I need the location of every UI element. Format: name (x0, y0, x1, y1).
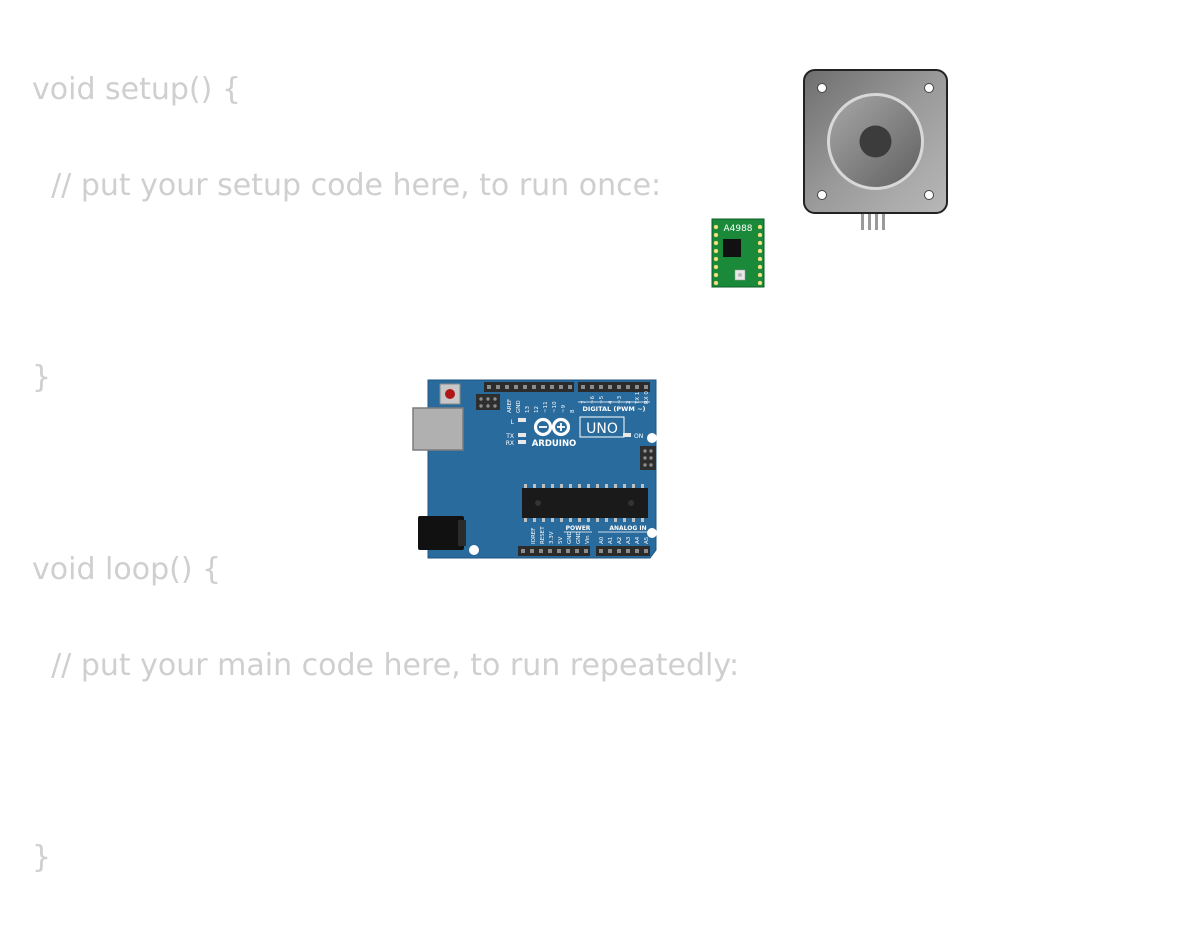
pin-label: 5V (558, 537, 564, 544)
code-line: void setup() { (32, 72, 241, 107)
pin-label: RESET (540, 526, 546, 544)
pin-label: AREF (507, 399, 513, 413)
mounting-hole (647, 528, 657, 538)
pin-label: TX 1 (635, 392, 641, 405)
pin-label: IOREF (531, 528, 537, 544)
code-line (32, 738, 739, 786)
pin-label: ~11 (543, 401, 549, 413)
pin-label: A5 (644, 536, 650, 544)
pin-label: ~3 (617, 395, 623, 404)
led-l (518, 418, 526, 422)
code-line: } (32, 840, 52, 875)
driver-pins (713, 224, 763, 286)
code-line: void loop() { (32, 552, 222, 587)
analog-header-label: ANALOG IN (609, 525, 646, 532)
code-line: // put your setup code here, to run once… (32, 168, 662, 203)
code-line: } (32, 360, 52, 395)
motor-wires (861, 212, 885, 230)
a4988-driver[interactable]: A4988 (711, 218, 765, 288)
pin-label: GND (576, 531, 582, 544)
motor-shaft (859, 125, 892, 158)
analog-header (596, 546, 650, 556)
code-line (32, 258, 739, 306)
power-header (518, 546, 590, 556)
arduino-uno-board[interactable]: AREF GND 13 12 ~11 ~10 ~9 8 7 ~6 ~5 4 ~3… (412, 378, 662, 562)
led-rx (518, 440, 526, 444)
driver-label: A4988 (723, 224, 752, 234)
board-model: UNO (586, 421, 618, 437)
mounting-hole (647, 433, 657, 443)
led-l-label: L (511, 419, 515, 426)
pin-label: 13 (525, 406, 531, 413)
pin-label: 3.3V (549, 531, 555, 544)
pin-label: ~5 (599, 395, 605, 404)
pin-label: A2 (617, 537, 623, 544)
reset-button-cap (445, 389, 455, 399)
digital-header-label: DIGITAL (PWM ~) (583, 405, 646, 413)
arduino-logo-icon (533, 417, 571, 437)
mounting-hole (469, 545, 479, 555)
pin-label: A0 (599, 536, 605, 544)
pin-label: ~9 (561, 404, 567, 413)
power-jack (418, 516, 464, 550)
icsp-header-right (640, 446, 656, 470)
pin-label: A1 (608, 537, 614, 544)
led-tx-label: TX (505, 433, 514, 440)
usb-connector (412, 407, 464, 451)
pin-label: Vin (585, 535, 591, 544)
pin-label: RX 0 (644, 391, 650, 404)
icsp-header (476, 394, 500, 410)
pin-label: 12 (534, 406, 540, 413)
stepper-motor[interactable] (802, 68, 950, 234)
led-tx (518, 433, 526, 437)
pin-label: ~10 (552, 401, 558, 413)
pin-label: ~6 (590, 395, 596, 404)
pin-label: GND (567, 531, 573, 544)
led-rx-label: RX (506, 440, 514, 447)
pin-label: A3 (626, 536, 632, 544)
led-on-label: ON (634, 433, 643, 440)
power-header-label: POWER (566, 525, 591, 532)
pin-label: A4 (635, 536, 641, 544)
digital-header (484, 382, 650, 392)
arduino-logo-text: ARDUINO (532, 439, 577, 449)
code-line: // put your main code here, to run repea… (32, 648, 740, 683)
pin-label: 8 (570, 409, 576, 413)
led-on (623, 433, 631, 437)
atmega-chip (522, 484, 648, 522)
bottom-pin-labels: IOREF RESET 3.3V 5V GND GND Vin A0 A1 A2… (531, 526, 650, 544)
pin-label: GND (516, 400, 522, 413)
driver-chip (723, 239, 741, 257)
